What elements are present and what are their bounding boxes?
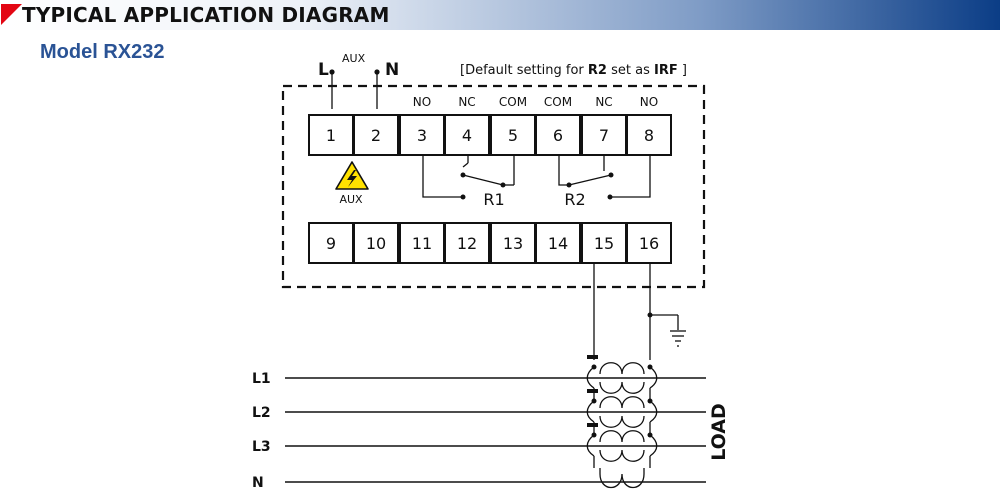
default-setting-note: [Default setting for R2 set as IRF ] [460,63,687,78]
relay-r1-pivot-dot [460,172,466,178]
bottom-terminal-number: 12 [457,234,477,253]
bottom-terminal-3 [444,222,490,264]
current-transformer [586,423,658,468]
contact-label: NC [595,95,612,109]
bottom-terminal-block: 9 10 11 12 13 14 15 16 [308,222,672,264]
top-terminal-block: 1 2 3 4 5 6 7 8 [308,114,672,156]
line-label: L3 [252,439,271,455]
relay-r1-com-dot [500,182,506,188]
bottom-terminal-number: 16 [639,234,659,253]
relay-r1-no-dot [460,194,466,200]
top-terminal-number: 1 [326,126,336,145]
aux-label: AUX [342,52,366,65]
top-terminal-2 [399,114,445,156]
bottom-terminal-1 [353,222,399,264]
header-flag-icon [1,4,22,25]
current-transformers [586,355,658,489]
header-bar [0,0,1000,30]
bottom-terminal-number: 11 [412,234,432,253]
aux-n-label: N [385,60,399,80]
current-transformer [586,389,658,434]
relay-r1-wiring [422,155,515,198]
model-label: Model RX232 [40,41,165,63]
bottom-terminal-2 [399,222,445,264]
line-label: L1 [252,371,271,387]
lightning-bolt-icon [347,170,357,187]
top-terminal-number: 7 [599,126,609,145]
bottom-terminal-number: 9 [326,234,336,253]
contact-label: NO [413,95,431,109]
contact-label: NO [640,95,658,109]
top-terminal-3 [444,114,490,156]
line-label: N [252,475,264,491]
top-terminal-number: 8 [644,126,654,145]
relay-r2-com-dot [566,182,572,188]
contact-label: COM [544,95,572,109]
top-terminal-5 [535,114,581,156]
bottom-terminal-number: 14 [548,234,568,253]
earth-junction-dot [647,312,653,318]
bottom-terminal-7 [626,222,672,264]
relay-r2-label: R2 [564,190,585,209]
relay-r2-wiring [558,155,651,198]
aux-l-label: L [318,60,329,80]
earth-ground-icon [670,330,686,347]
top-terminal-number: 2 [371,126,381,145]
bottom-terminal-5 [535,222,581,264]
top-terminal-0 [308,114,354,156]
bottom-terminal-0 [308,222,354,264]
line-label: L2 [252,405,271,421]
relay-r1-label: R1 [483,190,504,209]
page-title: TYPICAL APPLICATION DIAGRAM [22,3,390,27]
top-terminal-number: 6 [553,126,563,145]
contact-label: NC [458,95,475,109]
top-terminal-number: 4 [462,126,472,145]
top-terminal-1 [353,114,399,156]
top-terminal-7 [626,114,672,156]
warning-aux-label: AUX [339,193,363,206]
bottom-terminal-number: 10 [366,234,386,253]
relay-r2-pivot-dot [608,172,614,178]
ct-leads [593,263,679,360]
contact-labels: NO NC COM COM NC NO [413,95,658,109]
top-terminal-number: 3 [417,126,427,145]
relay-r2-no-dot [607,194,613,200]
top-terminal-number: 5 [508,126,518,145]
contact-label: COM [499,95,527,109]
bottom-terminal-number: 13 [503,234,523,253]
meter-enclosure [281,84,706,289]
bottom-terminal-number: 15 [594,234,614,253]
neutral-loop [599,468,645,489]
load-label: LOAD [708,403,730,461]
